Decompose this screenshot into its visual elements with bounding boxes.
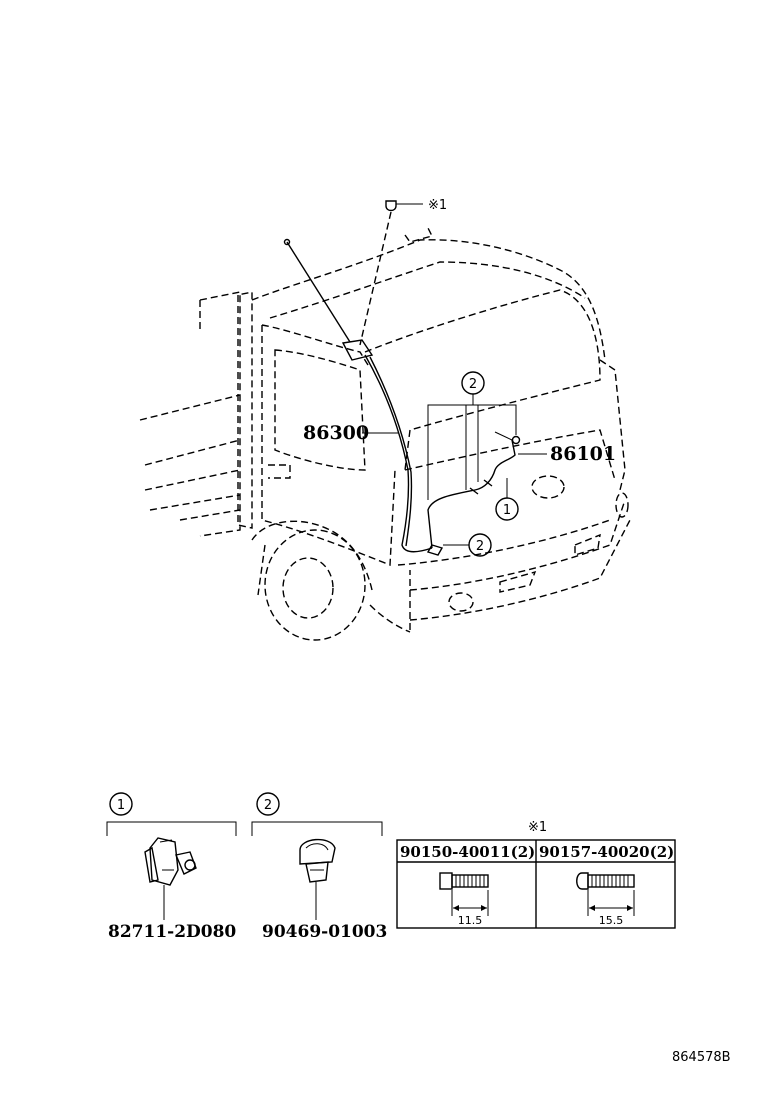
bolt2-dimension: 15.5 <box>599 914 624 927</box>
callout-86300: 86300 <box>303 422 398 444</box>
callout-86101: 86101 <box>518 443 616 465</box>
legend-item2-part-no: 90469-01003 <box>262 922 387 942</box>
antenna-base <box>341 339 374 361</box>
legend-item2: 2 90469-01003 <box>251 792 387 942</box>
item2-callout-top: 2 <box>469 377 477 392</box>
drawing-code: 864578B <box>672 1050 731 1065</box>
clip-icon <box>299 838 336 920</box>
legend-item1-number: 1 <box>117 798 125 813</box>
clamp-icon <box>144 837 197 920</box>
bolt-col2-part-no: 90157-40020(2) <box>539 843 674 861</box>
bolt-col1-part-no: 90150-40011(2) <box>400 843 535 861</box>
truck-illustration <box>139 227 631 641</box>
bolt-table: ※1 90150-40011(2) 90157-40020(2) 11.5 <box>396 820 676 929</box>
legend-item2-number: 2 <box>264 798 272 813</box>
legend-item1: 1 82711-2D080 <box>106 792 237 942</box>
bolt2-icon <box>576 872 635 916</box>
antenna-and-cable <box>283 238 521 556</box>
callout-item2-top: 2 <box>427 371 517 500</box>
bolt-table-mark: ※1 <box>528 820 547 835</box>
item1-callout: 1 <box>503 503 511 518</box>
antenna-assy-label: 86300 <box>303 422 369 444</box>
antenna-cord-label: 86101 <box>550 443 616 465</box>
star-mark-callout: ※1 <box>428 198 447 213</box>
item2-callout-bottom: 2 <box>476 539 484 554</box>
callout-item1: 1 <box>495 478 519 521</box>
bolt1-dimension: 11.5 <box>458 914 483 927</box>
legend-item1-part-no: 82711-2D080 <box>108 922 236 942</box>
callout-item2-bottom: 2 <box>443 533 492 557</box>
antenna-rod <box>286 241 351 343</box>
mounting-screw: ※1 <box>359 198 447 346</box>
bolt1-icon <box>439 872 489 916</box>
